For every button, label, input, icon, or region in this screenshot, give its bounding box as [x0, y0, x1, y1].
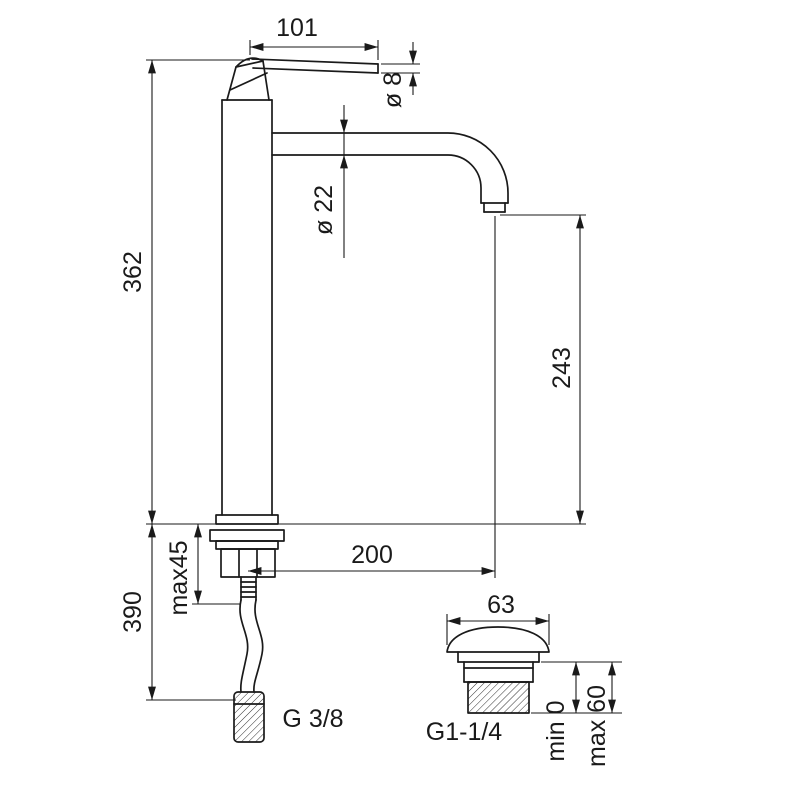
faucet-handle — [226, 57, 379, 101]
label-dia-22: ø 22 — [310, 185, 338, 235]
label-min0: min 0 — [542, 700, 570, 761]
dim-200 — [248, 216, 496, 578]
faucet-drawing — [209, 57, 550, 743]
label-243: 243 — [548, 347, 576, 389]
label-max45: max45 — [165, 540, 193, 615]
label-101: 101 — [276, 14, 318, 42]
supply-hose — [239, 599, 264, 693]
dim-362 — [146, 59, 250, 524]
faucet-spout — [271, 132, 509, 213]
label-g114: G1-1/4 — [426, 718, 503, 746]
label-63: 63 — [487, 591, 515, 619]
label-200: 200 — [351, 541, 393, 569]
dim-dia-8 — [381, 42, 420, 95]
label-dia-8: ø 8 — [379, 72, 407, 108]
dimension-labels: 101 ø 8 362 ø 22 243 200 390 max45 G 3/8… — [119, 14, 611, 767]
dim-min0-max60 — [531, 661, 622, 714]
dim-101 — [249, 40, 379, 60]
dimension-lines — [146, 40, 622, 714]
dim-243 — [500, 214, 586, 524]
hose-connector — [233, 691, 265, 743]
drain-valve — [446, 626, 550, 714]
mounting-hardware — [209, 514, 285, 601]
dim-max45 — [192, 524, 240, 605]
label-362: 362 — [119, 251, 147, 293]
dim-390 — [146, 524, 236, 701]
dim-63 — [446, 614, 550, 645]
label-max60: max 60 — [583, 685, 611, 767]
label-390: 390 — [119, 591, 147, 633]
label-g38: G 3/8 — [282, 705, 343, 733]
faucet-body — [221, 99, 273, 516]
